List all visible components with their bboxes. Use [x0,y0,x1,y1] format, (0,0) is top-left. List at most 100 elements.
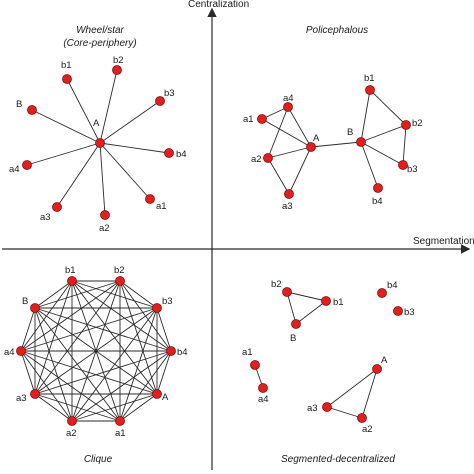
edge [360,141,404,166]
node-a4 [283,102,293,112]
edge [34,280,121,309]
node-label: a1 [243,114,254,125]
node-b3 [398,160,408,170]
node-a4 [22,160,32,170]
node-a4 [258,383,268,393]
node-label: b1 [333,297,344,308]
edge [99,142,106,216]
quadrant-clique: b1 b2 b3 b4 A a1 a2 a3 a4 B Clique [4,265,188,465]
node-b3 [155,96,165,106]
edge [20,350,158,395]
node-b3 [393,306,403,316]
edge [20,350,36,395]
node-label: b3 [404,307,415,318]
wheel-nodes [22,65,174,220]
node-b1 [365,85,375,95]
node-label: b1 [65,265,76,276]
node-label: b2 [271,279,282,290]
node-label: b3 [164,88,175,99]
node-label: a4 [4,347,15,358]
edge [99,100,161,144]
edge [99,69,118,144]
node-label: A [162,392,169,403]
edge [295,300,327,325]
edge [99,142,151,200]
clique-title: Clique [84,454,113,465]
node-b1 [321,296,331,306]
edge [34,307,121,422]
x-axis-label: Segmentation [413,236,474,247]
edge [34,350,172,395]
node-b3 [152,303,162,313]
y-axis-label: Centralization [188,0,249,10]
node-label: b4 [176,149,187,160]
node-a3 [284,189,294,199]
edge [26,142,101,166]
edge [56,142,101,208]
edge [156,307,172,352]
edge [287,106,312,148]
policephalous-title: Policephalous [306,25,368,36]
node-label: B [347,127,353,138]
node-label: a3 [16,393,27,404]
quadrant-policephalous: Policephalous [243,25,423,212]
edge [34,393,121,422]
wheel-title-line2: (Core-periphery) [63,38,136,49]
wheel-labels: A b1 b2 b3 b4 a1 a2 a3 a4 B [9,55,187,234]
node-b4 [164,148,174,158]
wheel-edges [26,69,170,216]
edge [288,146,312,195]
node-label: b3 [162,296,173,307]
clique-labels: b1 b2 b3 b4 A a1 a2 a3 a4 B [4,265,188,439]
node-label: b4 [387,280,398,291]
node-a2 [263,153,273,163]
edge [20,280,121,352]
edge [267,157,290,195]
node-a1 [257,114,267,124]
node-label: a1 [115,428,126,439]
edge [34,280,73,395]
node-label: b4 [177,347,188,358]
node-label: a3 [307,403,318,414]
edge [119,393,158,422]
segmented-title: Segmented-decentralized [281,454,395,465]
node-A [95,138,105,148]
node-A [372,364,382,374]
node-b4 [166,346,176,356]
node-b2 [115,276,125,286]
node-label: a2 [99,223,110,234]
node-b2 [112,65,122,75]
node-label: B [22,296,28,307]
node-A [152,389,162,399]
quadrant-wheel-star: Wheel/star (Core-periphery) A [9,25,187,234]
node-b2 [282,287,292,297]
edge [360,124,407,143]
edge [361,368,378,419]
edge [34,307,172,352]
edge [326,406,363,419]
edge [34,280,73,309]
node-label: b3 [407,164,418,175]
node-a4 [16,346,26,356]
edge [360,89,371,143]
node-b2 [401,120,411,130]
node-label: A [93,118,100,129]
node-label: a3 [282,201,293,212]
edge [99,142,170,154]
node-b4 [373,183,383,193]
edge [119,307,158,422]
clique-nodes [16,276,176,426]
node-a2 [357,413,367,423]
edge [119,280,158,395]
node-b1 [62,74,72,84]
segmented-nodes [250,287,403,423]
node-label: b4 [372,196,383,207]
edge [267,146,312,159]
edge [326,368,378,408]
node-b1 [67,276,77,286]
edge [66,78,101,144]
node-b4 [377,288,387,298]
node-B [27,105,37,115]
edge [402,124,407,166]
